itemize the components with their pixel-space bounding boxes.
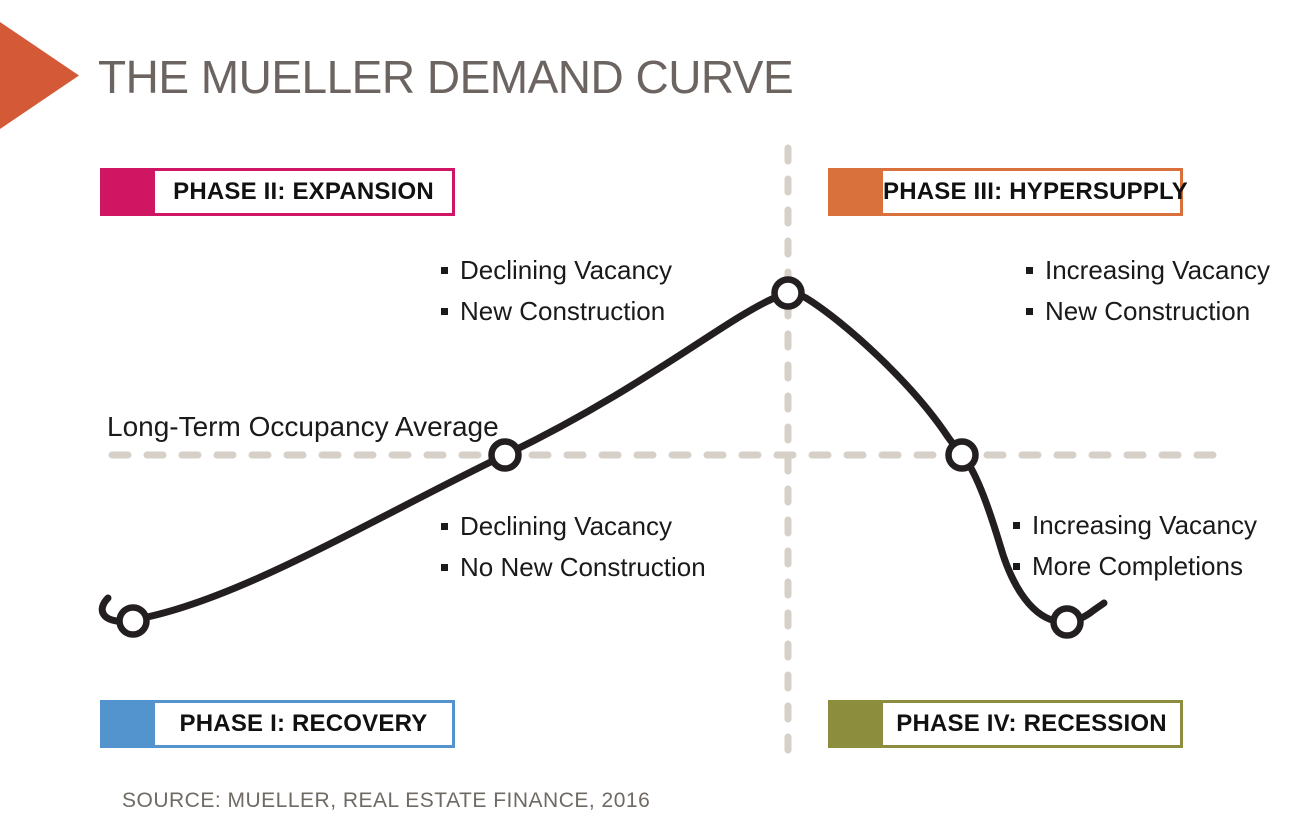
recovery-annotations: Declining Vacancy No New Construction bbox=[441, 506, 706, 588]
phase-color-block bbox=[831, 171, 883, 213]
annotation-item: More Completions bbox=[1013, 546, 1257, 587]
phase-label: PHASE II: EXPANSION bbox=[173, 178, 434, 205]
phase-color-block bbox=[103, 171, 155, 213]
phase-color-block bbox=[831, 703, 883, 745]
long-term-occupancy-average-label: Long-Term Occupancy Average bbox=[107, 411, 499, 442]
phase-box-expansion: PHASE II: EXPANSION bbox=[100, 168, 455, 216]
bullet-icon bbox=[441, 564, 448, 571]
phase-color-block bbox=[103, 703, 155, 745]
marker-cycle-start bbox=[116, 604, 150, 638]
bullet-icon bbox=[1013, 563, 1020, 570]
annotation-text: More Completions bbox=[1032, 551, 1243, 581]
annotation-item: Declining Vacancy bbox=[441, 506, 706, 547]
phase-box-recovery: PHASE I: RECOVERY bbox=[100, 700, 455, 748]
annotation-item: Increasing Vacancy bbox=[1013, 505, 1257, 546]
annotation-item: New Construction bbox=[1026, 291, 1270, 332]
recession-annotations: Increasing Vacancy More Completions bbox=[1013, 505, 1257, 587]
annotation-text: No New Construction bbox=[460, 552, 706, 582]
annotation-item: No New Construction bbox=[441, 547, 706, 588]
expansion-annotations: Declining Vacancy New Construction bbox=[441, 250, 672, 332]
annotation-item: Increasing Vacancy bbox=[1026, 250, 1270, 291]
annotation-item: New Construction bbox=[441, 291, 672, 332]
annotation-text: Declining Vacancy bbox=[460, 511, 672, 541]
phase-label: PHASE I: RECOVERY bbox=[179, 710, 428, 737]
annotation-text: New Construction bbox=[1045, 296, 1251, 326]
phase-label: PHASE IV: RECESSION bbox=[896, 710, 1167, 737]
phase-label: PHASE III: HYPERSUPPLY bbox=[883, 178, 1188, 205]
bullet-icon bbox=[441, 267, 448, 274]
marker-cycle-bottom bbox=[1050, 605, 1084, 639]
annotation-text: Increasing Vacancy bbox=[1032, 510, 1257, 540]
marker-avg-cross-left bbox=[488, 438, 522, 472]
annotation-text: Declining Vacancy bbox=[460, 255, 672, 285]
demand-curve-line bbox=[98, 290, 1108, 626]
phase-box-recession: PHASE IV: RECESSION bbox=[828, 700, 1183, 748]
bullet-icon bbox=[1026, 267, 1033, 274]
source-caption: SOURCE: MUELLER, REAL ESTATE FINANCE, 20… bbox=[122, 789, 651, 812]
marker-avg-cross-right bbox=[945, 438, 979, 472]
marker-peak bbox=[771, 276, 805, 310]
bullet-icon bbox=[441, 523, 448, 530]
page-title: THE MUELLER DEMAND CURVE bbox=[98, 51, 794, 103]
bullet-icon bbox=[441, 308, 448, 315]
hypersupply-annotations: Increasing Vacancy New Construction bbox=[1026, 250, 1270, 332]
phase-box-hypersupply: PHASE III: HYPERSUPPLY bbox=[828, 168, 1188, 216]
bullet-icon bbox=[1013, 522, 1020, 529]
bullet-icon bbox=[1026, 308, 1033, 315]
annotation-text: Increasing Vacancy bbox=[1045, 255, 1270, 285]
annotation-item: Declining Vacancy bbox=[441, 250, 672, 291]
annotation-text: New Construction bbox=[460, 296, 666, 326]
